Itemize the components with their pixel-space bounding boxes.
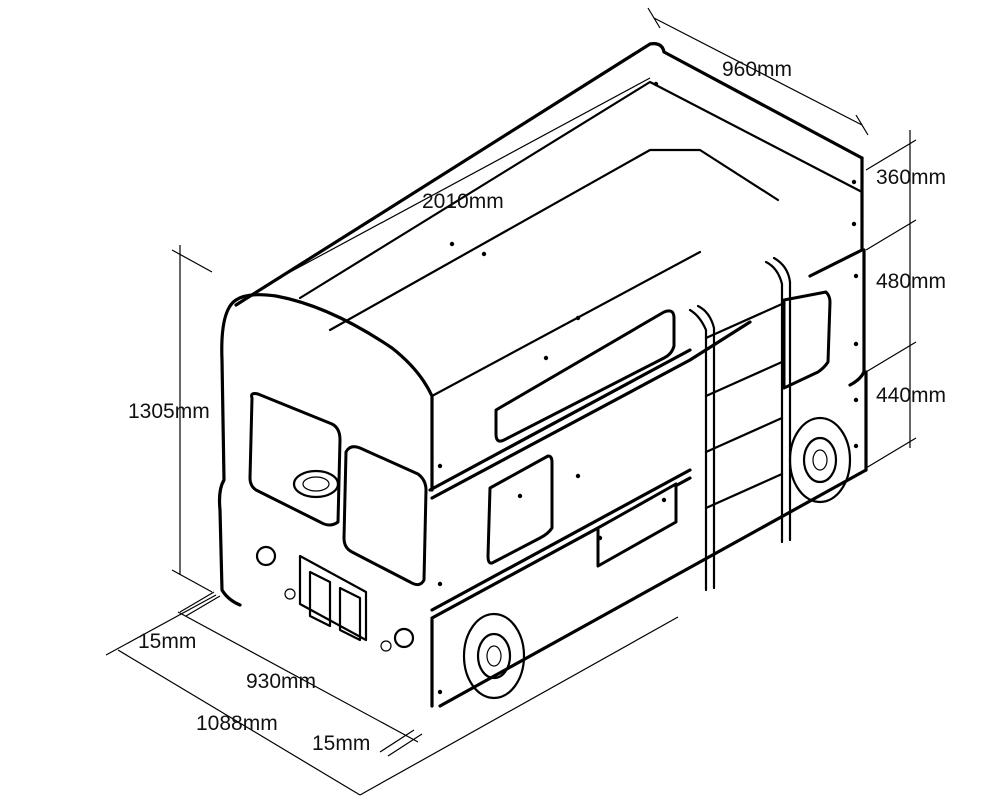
front-windows	[248, 392, 428, 587]
rear-wheel	[788, 416, 852, 504]
dim-length: 2010mm	[422, 190, 504, 213]
dim-height-upper: 360mm	[876, 166, 947, 189]
ladder	[688, 256, 792, 592]
dim-height-middle: 480mm	[876, 270, 947, 293]
dim-height-lower: 440mm	[876, 384, 947, 407]
front-grille	[255, 545, 415, 652]
bus-body	[217, 42, 868, 708]
dim-outer-width: 1088mm	[196, 712, 278, 735]
dim-offset-right: 15mm	[312, 732, 371, 755]
front-wheel	[462, 612, 526, 700]
dim-offset-left: 15mm	[138, 630, 197, 653]
steering-wheel	[292, 469, 340, 499]
dim-top-width: 960mm	[722, 58, 793, 81]
bolt-dots	[437, 81, 859, 695]
side-windows	[486, 290, 832, 568]
dim-inner-width: 930mm	[246, 670, 317, 693]
dim-height-total: 1305mm	[128, 400, 210, 423]
dimension-lines	[105, 7, 917, 796]
